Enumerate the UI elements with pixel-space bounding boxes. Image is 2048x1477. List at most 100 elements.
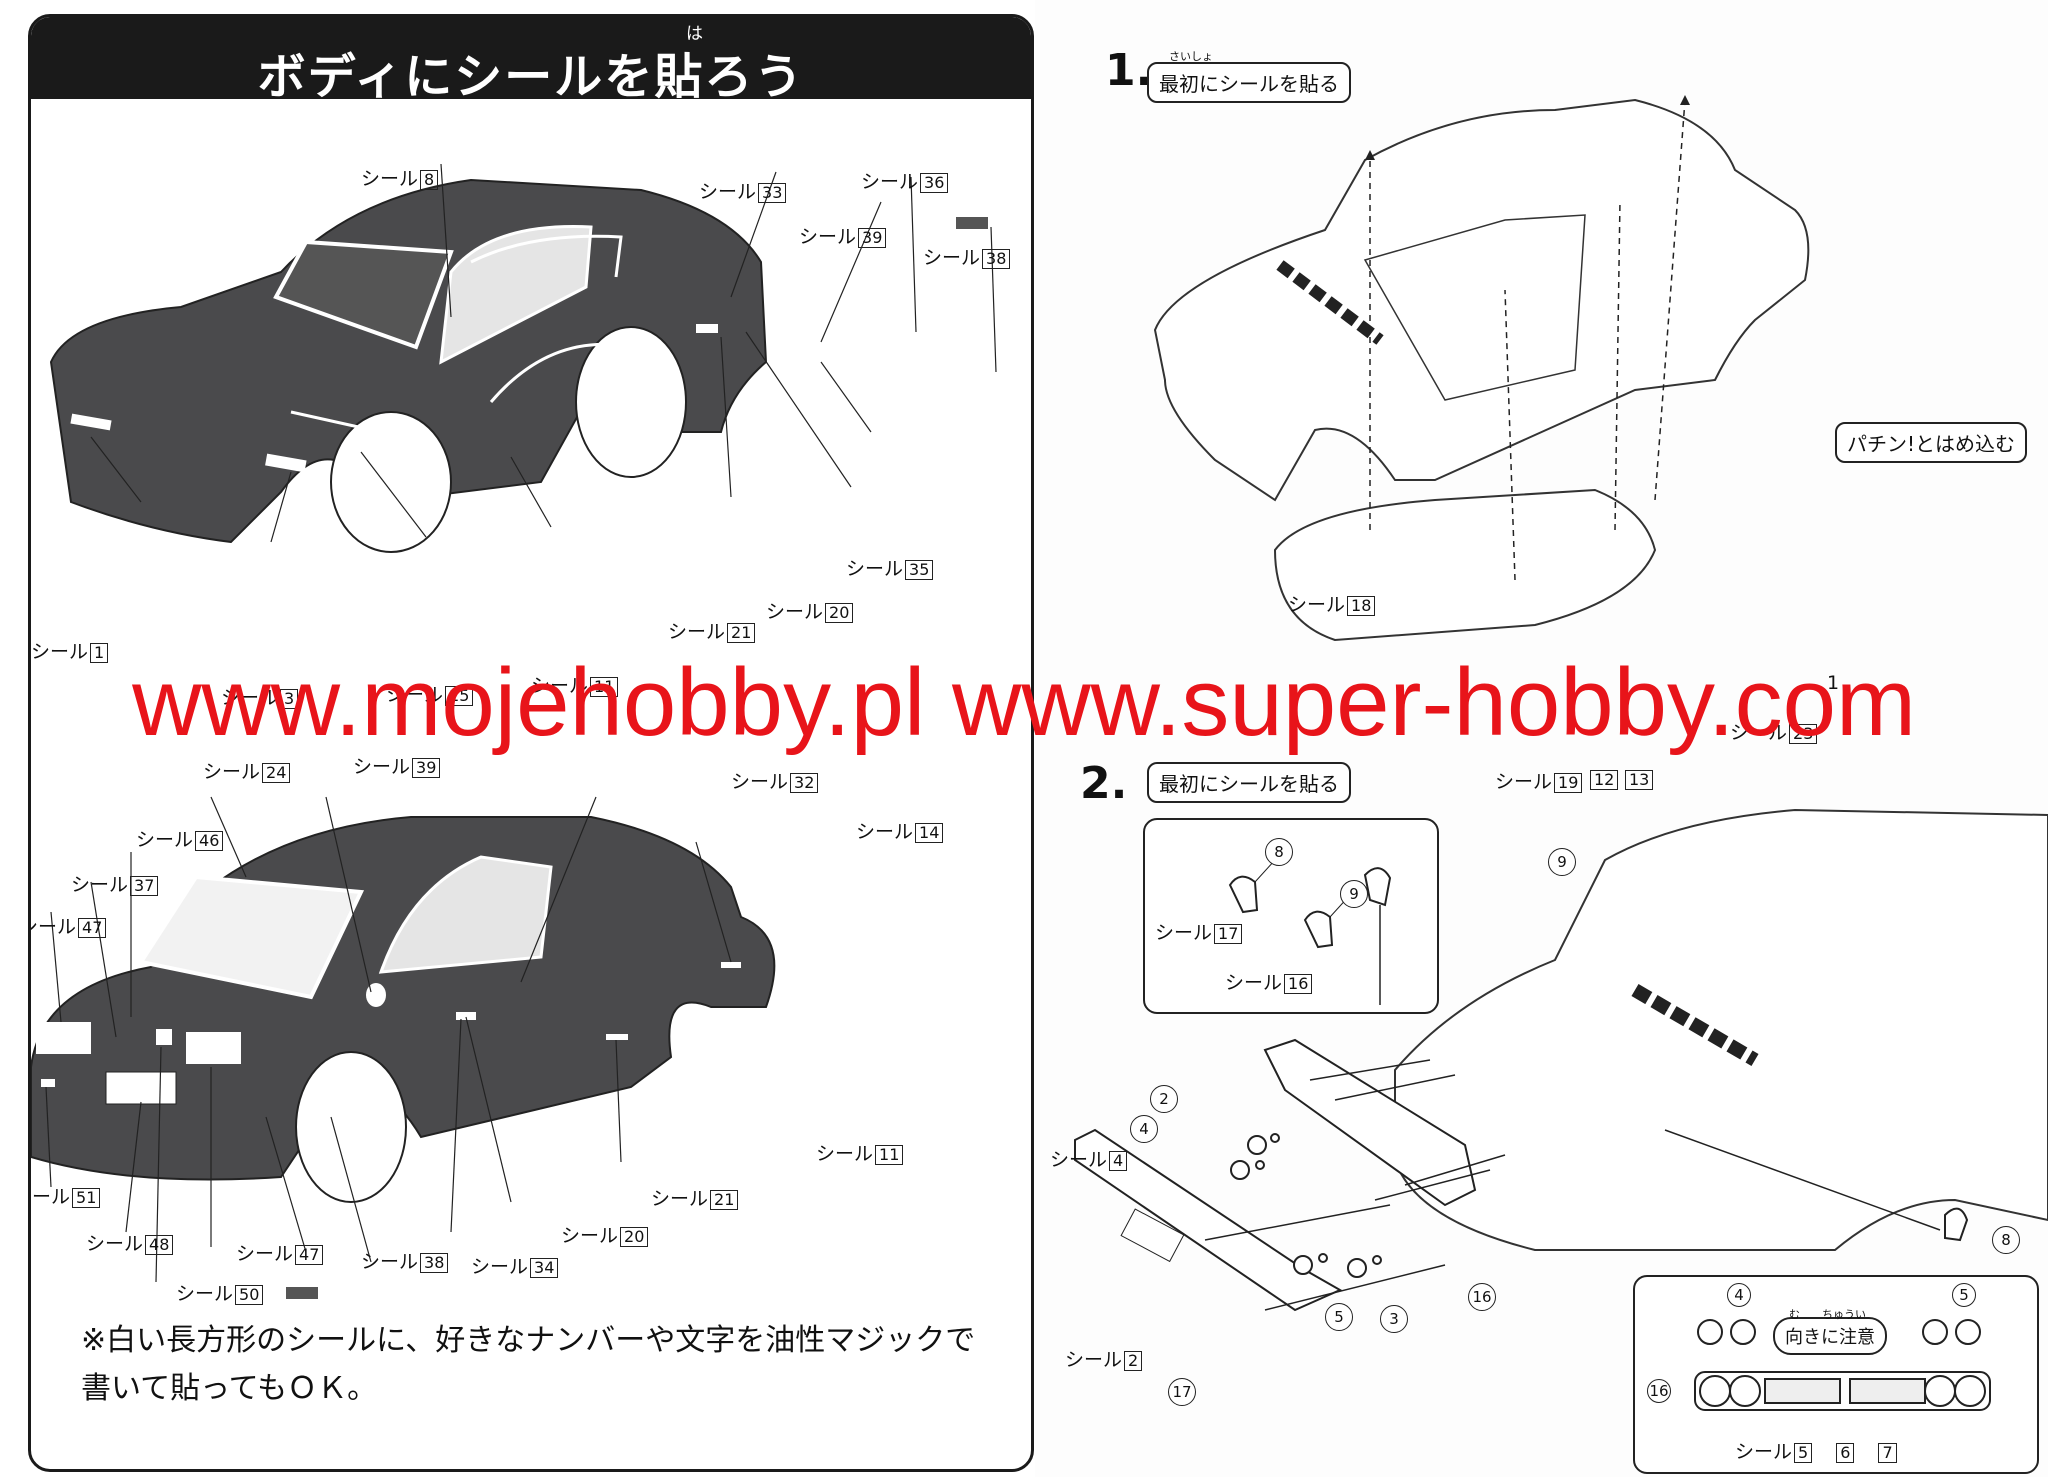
label-s1-1: 1	[1827, 672, 1840, 694]
label-bot-51: シール51	[31, 1182, 101, 1209]
circ-in-9: 9	[1340, 880, 1368, 908]
note-text: ※白い長方形のシールに、好きなナンバーや文字を油性マジックで 書いて貼ってもＯＫ…	[81, 1317, 975, 1413]
top-car-sticker-38	[961, 374, 981, 380]
label-s1-13: 13	[1623, 768, 1654, 790]
circ-9: 9	[1548, 848, 1576, 876]
sticker-panel: は ボディにシールを貼ろう	[28, 14, 1034, 1472]
top-car-sticker-39	[811, 340, 831, 364]
step1-interior	[1273, 488, 1657, 642]
top-car-trim	[290, 342, 652, 434]
top-car-sticker-3	[265, 453, 307, 473]
step2-plate	[1120, 1208, 1185, 1263]
step2-grille	[1263, 1038, 1477, 1207]
mirror-icons	[1228, 859, 1351, 949]
circ-3: 3	[1380, 1305, 1408, 1333]
bottom-car-sticker-50	[156, 1029, 172, 1045]
top-car-sticker-36-icon	[956, 217, 988, 229]
note-line-1: ※白い長方形のシールに、好きなナンバーや文字を油性マジックで	[81, 1323, 976, 1358]
snap-in-label: パチン!とはめ込む	[1835, 422, 2028, 463]
top-car-wheel-front	[575, 326, 687, 478]
bottom-car-lamp-right	[186, 1032, 241, 1064]
step1-car-body	[1153, 98, 1810, 502]
step1-arrow-head-1	[1365, 150, 1375, 160]
bottom-car-side-window	[378, 855, 553, 974]
watermark: www.mojehobby.pl www.super-hobby.com	[132, 649, 1916, 756]
step1-arrow-head-2	[1680, 95, 1690, 105]
circ-inset-5: 5	[1952, 1283, 1976, 1307]
circ-17: 17	[1168, 1378, 1196, 1406]
page-title: ボディにシールを貼ろう	[257, 49, 805, 105]
top-car-sticker-20	[696, 324, 718, 333]
circ-4: 4	[1130, 1115, 1158, 1143]
title-ruby: は	[686, 24, 703, 44]
step2-mirror-right	[1944, 1207, 1969, 1242]
top-car-rear-window	[470, 234, 623, 278]
top-car-window	[273, 239, 454, 350]
step-1-diagram	[1153, 95, 1810, 642]
left-page: は ボディにシールを貼ろう	[0, 0, 1040, 1477]
top-car-wheel-rear	[330, 411, 452, 553]
circ-5: 5	[1325, 1303, 1353, 1331]
step-2-number: 2.	[1080, 758, 1128, 809]
circ-2: 2	[1150, 1085, 1178, 1113]
bottom-car-lamp-left	[36, 1022, 91, 1054]
step2-car-body	[1394, 808, 2048, 1251]
step2-mirror-left	[1363, 867, 1392, 907]
bottom-car-sticker-38-icon	[286, 1287, 318, 1299]
bottom-car-window	[137, 874, 365, 1000]
step-2-diagram	[1074, 808, 2048, 1312]
bottom-car-plate	[105, 1071, 177, 1105]
circ-8: 8	[1992, 1226, 2020, 1254]
top-car-side-window	[439, 225, 593, 365]
step-1-ruby: さいしょ	[1169, 50, 1213, 63]
circ-inset-16: 16	[1647, 1379, 1671, 1403]
step2-bumper	[1074, 1128, 1343, 1312]
note-line-2: 書いて貼ってもＯＫ。	[81, 1371, 378, 1406]
orientation-label: む ちゅうい 向きに注意	[1773, 1308, 1887, 1355]
circ-16: 16	[1468, 1283, 1496, 1311]
bottom-car-sticker-39	[366, 983, 386, 1007]
step-1-label: さいしょ 最初にシールを貼る	[1147, 50, 1351, 103]
circ-in-8: 8	[1265, 838, 1293, 866]
top-car-sticker-1	[70, 413, 112, 431]
label-s1-12: 12	[1588, 768, 1619, 790]
bottom-car-sticker-20	[456, 1012, 476, 1020]
bottom-car-wheel	[295, 1051, 407, 1203]
step1-car-hood-stripe	[1276, 260, 1384, 345]
step-2-label: 最初にシールを貼る	[1147, 762, 1351, 803]
light-array	[1694, 1319, 1991, 1411]
step1-car-door	[1363, 214, 1586, 401]
car-illustration-bottom	[31, 796, 776, 1299]
